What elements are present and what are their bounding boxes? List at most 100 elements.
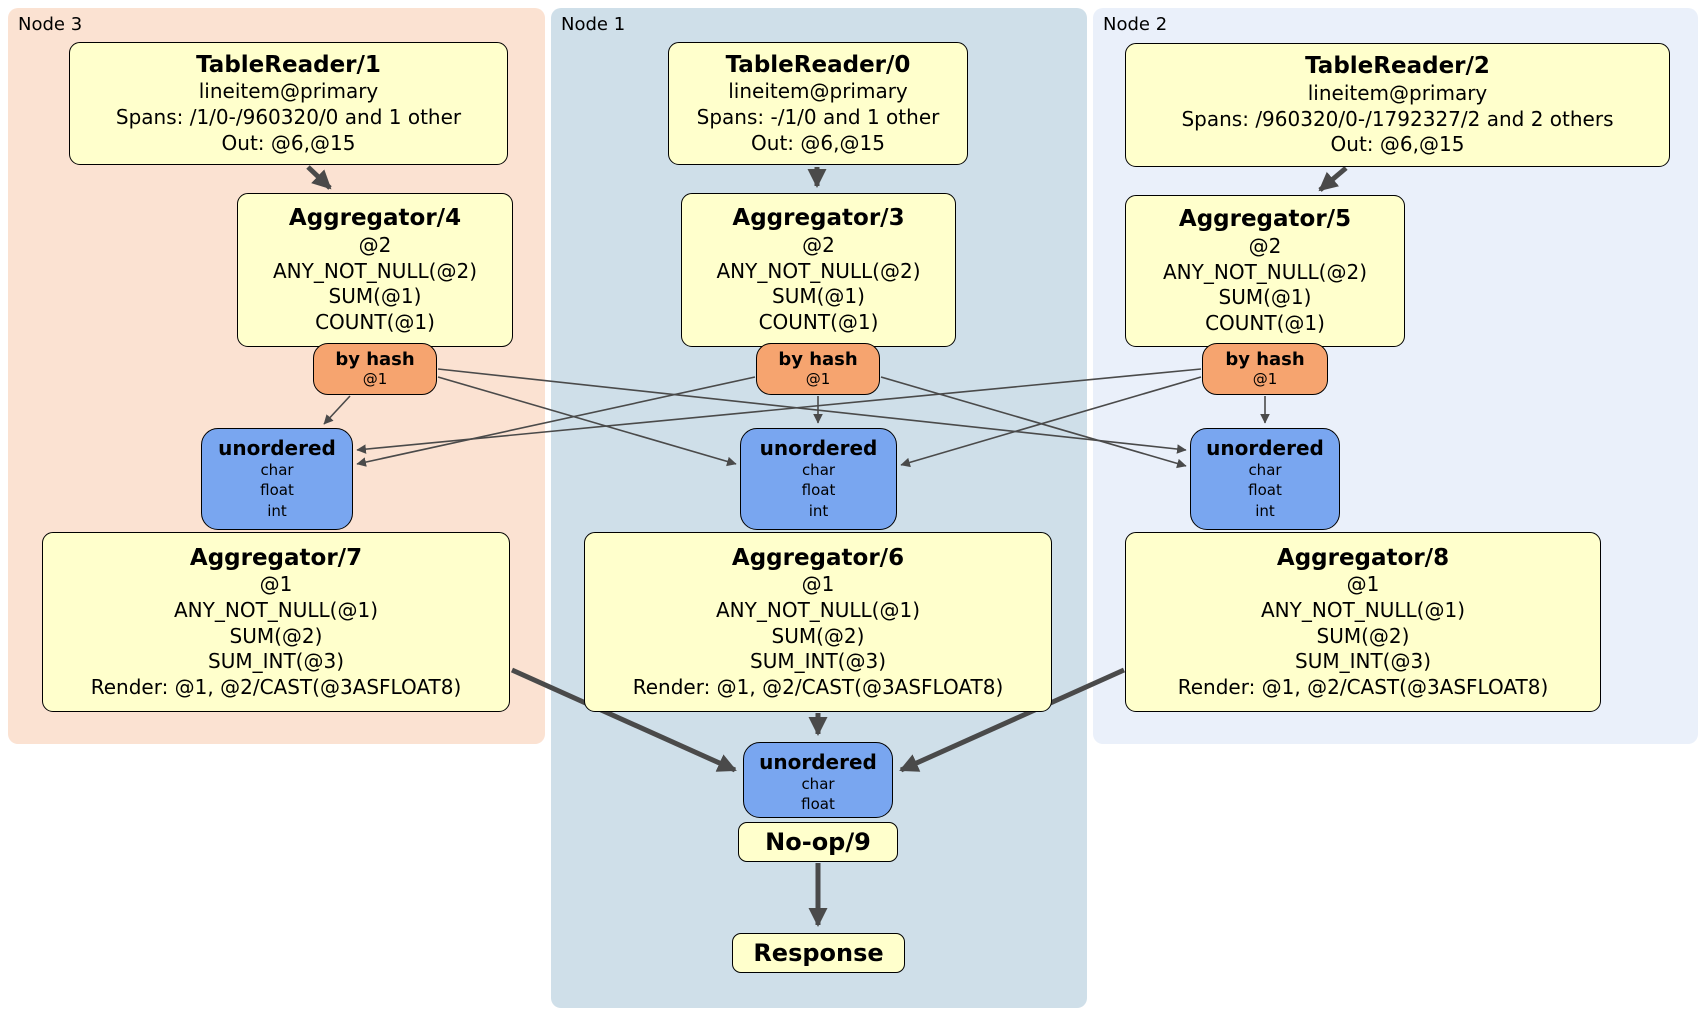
node2-label: Node 2 bbox=[1103, 14, 1168, 35]
aggregator-3-box: Aggregator/3 @2 ANY_NOT_NULL(@2) SUM(@1)… bbox=[681, 193, 956, 347]
noop-box: No-op/9 bbox=[738, 822, 898, 862]
box-line: ANY_NOT_NULL(@1) bbox=[1261, 597, 1465, 622]
aggregator-6-box: Aggregator/6 @1 ANY_NOT_NULL(@1) SUM(@2)… bbox=[584, 532, 1052, 712]
box-title: TableReader/0 bbox=[725, 51, 911, 78]
edge-agg7-finalsync bbox=[510, 667, 737, 773]
tablereader-1-box: TableReader/1 lineitem@primary Spans: /1… bbox=[69, 42, 508, 165]
router-detail: @1 bbox=[805, 370, 831, 389]
box-title: Aggregator/3 bbox=[732, 205, 905, 232]
box-title: Aggregator/7 bbox=[189, 544, 363, 571]
edge-tr2-agg5 bbox=[1318, 166, 1348, 192]
box-title: Aggregator/5 bbox=[1178, 206, 1352, 233]
sync-title: unordered bbox=[1206, 436, 1324, 460]
box-line: lineitem@primary bbox=[198, 79, 379, 104]
unordered-sync-node1: unordered char float int bbox=[740, 428, 897, 530]
box-title: Aggregator/6 bbox=[731, 544, 905, 571]
sync-line: int bbox=[267, 501, 287, 520]
box-title: Aggregator/8 bbox=[1276, 544, 1450, 571]
box-line: @2 bbox=[802, 233, 835, 258]
sync-line: float bbox=[801, 795, 835, 814]
box-line: COUNT(@1) bbox=[1205, 310, 1325, 335]
box-line: Render: @1, @2/CAST(@3ASFLOAT8) bbox=[632, 674, 1004, 699]
box-line: SUM(@1) bbox=[772, 284, 865, 309]
box-title: Aggregator/4 bbox=[288, 205, 462, 232]
router-detail: @1 bbox=[362, 370, 388, 389]
edge-r3-s2 bbox=[437, 368, 1187, 454]
aggregator-8-box: Aggregator/8 @1 ANY_NOT_NULL(@1) SUM(@2)… bbox=[1125, 532, 1601, 712]
box-line: Spans: /960320/0-/1792327/2 and 2 others bbox=[1181, 106, 1614, 131]
sync-line: float bbox=[260, 481, 294, 500]
box-line: @2 bbox=[1248, 234, 1282, 259]
unordered-sync-node3: unordered char float int bbox=[201, 428, 353, 530]
sync-title: unordered bbox=[218, 436, 336, 460]
edge-r3-s3 bbox=[323, 395, 351, 425]
sync-line: int bbox=[1255, 501, 1275, 520]
box-line: Render: @1, @2/CAST(@3ASFLOAT8) bbox=[90, 674, 462, 699]
box-line: Spans: /1/0-/960320/0 and 1 other bbox=[115, 105, 462, 130]
box-line: ANY_NOT_NULL(@2) bbox=[1163, 259, 1367, 284]
box-line: SUM(@1) bbox=[328, 284, 422, 309]
box-line: Out: @6,@15 bbox=[221, 130, 356, 155]
hash-router-node3: by hash @1 bbox=[313, 343, 437, 395]
sync-line: float bbox=[801, 481, 836, 500]
box-line: SUM_INT(@3) bbox=[750, 649, 886, 674]
box-line: SUM(@2) bbox=[1316, 623, 1410, 648]
sync-line: char bbox=[1248, 461, 1282, 479]
hash-router-node1: by hash @1 bbox=[756, 343, 880, 395]
box-line: @1 bbox=[1346, 572, 1380, 597]
edge-r1-s2 bbox=[880, 376, 1187, 469]
sync-line: char bbox=[801, 775, 835, 793]
box-line: lineitem@primary bbox=[728, 79, 908, 104]
unordered-sync-final: unordered char float bbox=[743, 742, 893, 818]
box-line: COUNT(@1) bbox=[758, 309, 879, 334]
edge-agg8-finalsync bbox=[899, 667, 1126, 773]
box-line: Out: @6,@15 bbox=[1330, 132, 1465, 157]
router-title: by hash bbox=[1225, 349, 1305, 371]
sync-line: char bbox=[260, 461, 294, 479]
sync-line: float bbox=[1248, 481, 1282, 500]
sync-line: char bbox=[801, 461, 836, 479]
box-title: Response bbox=[753, 939, 884, 967]
box-title: TableReader/2 bbox=[1305, 53, 1490, 80]
box-line: ANY_NOT_NULL(@2) bbox=[273, 258, 477, 283]
edge-r2-s1 bbox=[900, 376, 1202, 468]
edge-tr1-agg4 bbox=[306, 165, 332, 190]
box-line: SUM(@1) bbox=[1218, 285, 1312, 310]
router-title: by hash bbox=[335, 349, 415, 371]
box-line: COUNT(@1) bbox=[315, 309, 435, 334]
node1-label: Node 1 bbox=[561, 14, 626, 35]
sync-title: unordered bbox=[759, 750, 877, 774]
hash-router-node2: by hash @1 bbox=[1202, 343, 1328, 395]
box-line: ANY_NOT_NULL(@2) bbox=[716, 258, 921, 283]
response-box: Response bbox=[732, 933, 905, 973]
edge-r3-s1 bbox=[437, 376, 737, 467]
node3-label: Node 3 bbox=[18, 14, 83, 35]
box-title: No-op/9 bbox=[765, 828, 871, 856]
box-line: @2 bbox=[358, 233, 392, 258]
tablereader-2-box: TableReader/2 lineitem@primary Spans: /9… bbox=[1125, 43, 1670, 167]
sync-line: int bbox=[808, 501, 829, 520]
box-line: ANY_NOT_NULL(@1) bbox=[174, 597, 378, 622]
aggregator-4-box: Aggregator/4 @2 ANY_NOT_NULL(@2) SUM(@1)… bbox=[237, 193, 513, 347]
aggregator-5-box: Aggregator/5 @2 ANY_NOT_NULL(@2) SUM(@1)… bbox=[1125, 195, 1405, 347]
router-title: by hash bbox=[778, 349, 858, 371]
box-line: @1 bbox=[259, 572, 293, 597]
box-line: SUM_INT(@3) bbox=[1295, 649, 1431, 674]
aggregator-7-box: Aggregator/7 @1 ANY_NOT_NULL(@1) SUM(@2)… bbox=[42, 532, 510, 712]
box-line: ANY_NOT_NULL(@1) bbox=[716, 597, 920, 622]
box-title: TableReader/1 bbox=[196, 51, 381, 78]
unordered-sync-node2: unordered char float int bbox=[1190, 428, 1340, 530]
sync-title: unordered bbox=[759, 436, 878, 460]
box-line: SUM(@2) bbox=[229, 623, 323, 648]
tablereader-0-box: TableReader/0 lineitem@primary Spans: -/… bbox=[668, 42, 968, 165]
box-line: Out: @6,@15 bbox=[751, 130, 885, 155]
edge-r1-s3 bbox=[356, 376, 756, 467]
box-line: @1 bbox=[801, 572, 835, 597]
box-line: Render: @1, @2/CAST(@3ASFLOAT8) bbox=[1177, 674, 1549, 699]
box-line: SUM(@2) bbox=[771, 623, 865, 648]
box-line: lineitem@primary bbox=[1307, 80, 1488, 105]
edge-r2-s3 bbox=[356, 368, 1202, 454]
box-line: Spans: -/1/0 and 1 other bbox=[696, 105, 940, 130]
box-line: SUM_INT(@3) bbox=[208, 649, 344, 674]
